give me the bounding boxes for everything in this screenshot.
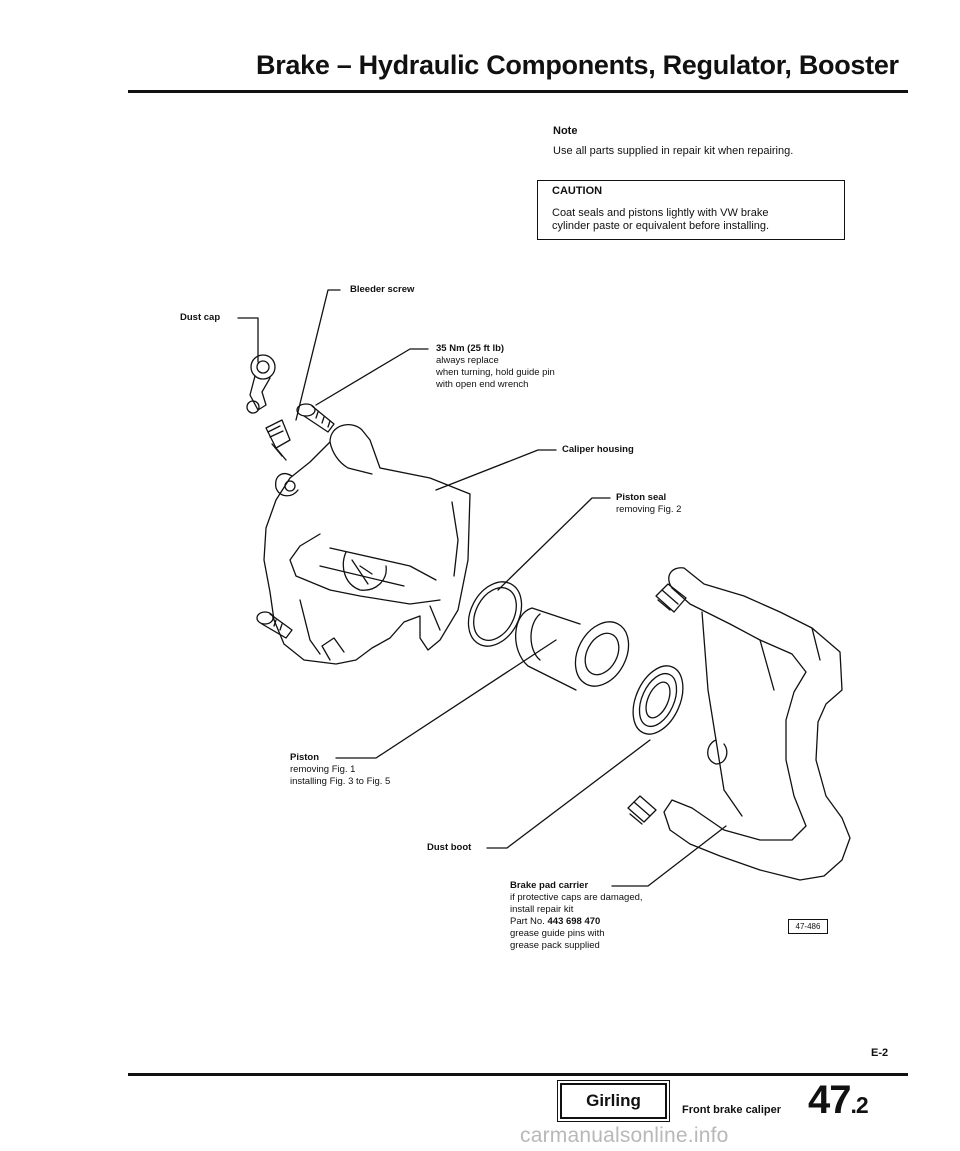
label-guide-bolt: 35 Nm (25 ft lb) always replace when tur… <box>436 343 555 391</box>
label-piston-line-1: removing Fig. 1 <box>290 764 356 775</box>
caution-heading: CAUTION <box>552 185 603 197</box>
footer-rule <box>128 1073 908 1076</box>
figure-reference: 47-486 <box>788 919 828 934</box>
label-dust-boot: Dust boot <box>427 842 472 853</box>
label-carrier-line-1: if protective caps are damaged, <box>510 892 643 903</box>
piston-seal-part <box>467 581 523 647</box>
label-bolt-line-2: when turning, hold guide pin <box>436 367 555 378</box>
caution-line-2: cylinder paste or equivalent before inst… <box>552 220 770 232</box>
page-caption: Front brake caliper <box>682 1104 782 1116</box>
label-bolt-torque: 35 Nm (25 ft lb) <box>436 343 505 354</box>
brake-pad-carrier-part <box>627 567 851 881</box>
label-piston-seal: Piston seal removing Fig. 2 <box>616 492 681 516</box>
leader-carrier <box>611 825 727 887</box>
label-carrier-line-4: grease guide pins with <box>510 928 605 939</box>
caution-line-1: Coat seals and pistons lightly with VW b… <box>552 207 769 219</box>
page-title: Brake – Hydraulic Components, Regulator,… <box>256 50 899 80</box>
guide-bolt-top-part <box>296 403 335 433</box>
label-piston-seal-name: Piston seal <box>616 492 667 503</box>
label-piston: Piston removing Fig. 1 installing Fig. 3… <box>290 752 390 788</box>
bleeder-screw-part <box>265 419 291 461</box>
piston-part <box>515 607 630 691</box>
label-carrier-name: Brake pad carrier <box>510 880 589 891</box>
brand-badge: Girling <box>557 1080 670 1122</box>
leader-bleeder-screw <box>295 289 341 421</box>
caliper-housing-part <box>263 424 471 665</box>
leader-dust-boot <box>486 739 651 849</box>
label-carrier-part-number: Part No. 443 698 470 <box>510 916 601 927</box>
note-heading: Note <box>553 125 578 137</box>
label-bleeder-screw: Bleeder screw <box>350 284 415 295</box>
note-text: Use all parts supplied in repair kit whe… <box>553 145 794 157</box>
page-number: 47.2 <box>808 1078 869 1122</box>
label-piston-line-2: installing Fig. 3 to Fig. 5 <box>290 776 391 787</box>
label-caliper-housing: Caliper housing <box>562 444 634 455</box>
caution-box: CAUTION Coat seals and pistons lightly w… <box>537 180 845 240</box>
label-piston-name: Piston <box>290 752 320 763</box>
label-bolt-line-3: with open end wrench <box>436 379 529 390</box>
label-piston-seal-note: removing Fig. 2 <box>616 504 682 515</box>
leader-dust-cap <box>237 317 259 363</box>
leader-caliper-housing <box>435 449 557 491</box>
dust-cap-part <box>246 354 276 414</box>
label-brake-pad-carrier: Brake pad carrier if protective caps are… <box>510 880 643 952</box>
label-carrier-line-2: install repair kit <box>510 904 574 915</box>
leader-piston-seal <box>497 497 611 591</box>
label-carrier-line-5: grease pack supplied <box>510 940 600 951</box>
guide-bolt-bottom-part <box>256 611 293 639</box>
section-code: E-2 <box>871 1047 889 1059</box>
watermark: carmanualsonline.info <box>520 1124 729 1147</box>
dust-boot-part <box>632 665 684 735</box>
leader-bolt <box>315 348 429 406</box>
header-rule <box>128 90 908 93</box>
label-bolt-line-1: always replace <box>436 355 499 366</box>
leader-piston <box>335 639 557 759</box>
label-dust-cap: Dust cap <box>180 312 221 323</box>
